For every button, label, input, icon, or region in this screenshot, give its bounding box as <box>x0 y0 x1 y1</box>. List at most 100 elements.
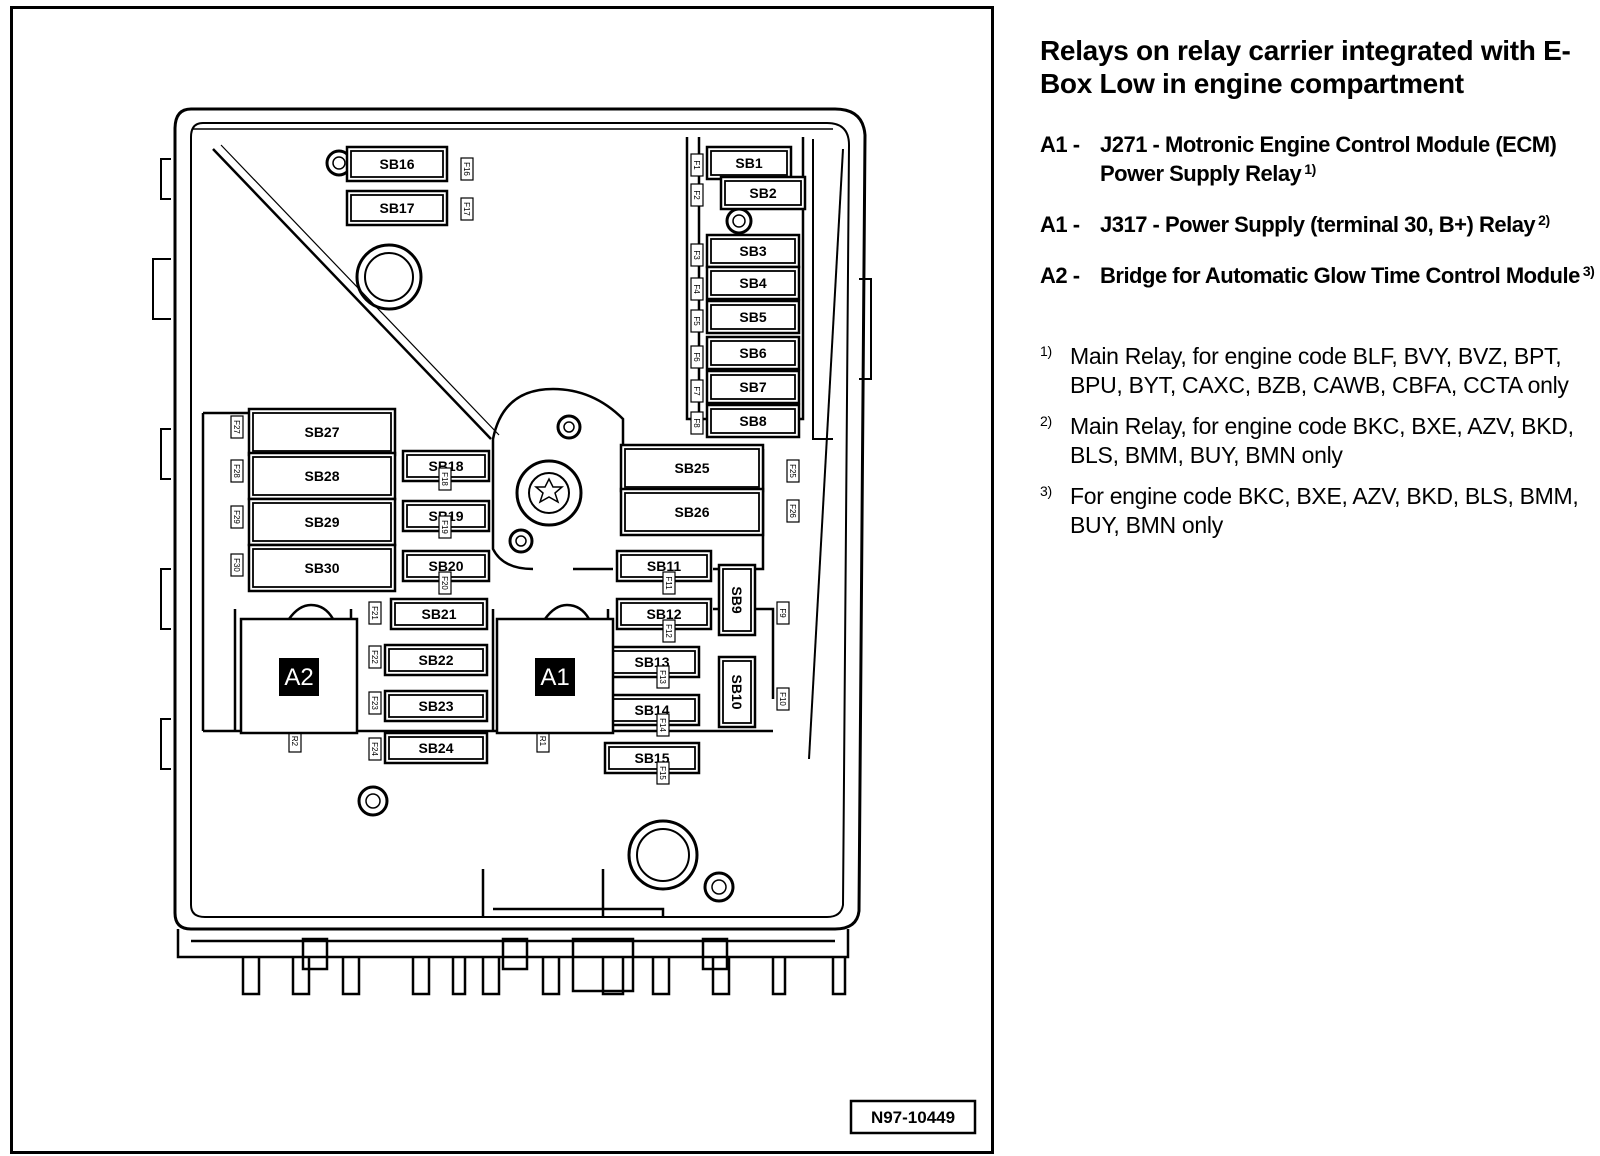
relay-label: A1 <box>540 664 569 691</box>
fuse-slot-inner <box>722 660 752 724</box>
relay-a1: A1 <box>495 603 615 735</box>
fuse-label: SB6 <box>739 345 766 361</box>
fuse-number-label: F10 <box>778 692 787 706</box>
footnotes: 1) Main Relay, for engine code BLF, BVY,… <box>1040 342 1595 540</box>
fuse-number-label: F24 <box>370 742 379 756</box>
fuse-slot-sb22: SB22 <box>383 643 489 677</box>
fuse-number-f5: F5 <box>690 309 704 333</box>
fuse-number-label: F6 <box>692 352 701 362</box>
fuse-number-label: F23 <box>370 696 379 710</box>
footnote-text: Main Relay, for engine code BLF, BVY, BV… <box>1070 343 1569 398</box>
fuse-number-label: F30 <box>232 558 241 572</box>
fuse-number-tag <box>368 645 382 669</box>
fuse-number-label: F19 <box>440 520 449 534</box>
legend-code: A2 - <box>1040 263 1080 288</box>
fuse-layer: SB16SB17SB1SB2SB3SB4SB5SB6SB7SB8SB27SB28… <box>247 145 807 775</box>
footnote: 1) Main Relay, for engine code BLF, BVY,… <box>1040 342 1595 400</box>
fuse-number-tag <box>690 379 704 403</box>
fuse-number-f29: F29 <box>230 505 244 529</box>
mounting-holes <box>325 149 753 903</box>
fuse-number-layer: F16F17F1F2F3F4F5F6F7F8F27F28F29F30F18F19… <box>230 153 800 785</box>
fuse-number-label: F11 <box>664 576 673 590</box>
fuse-number-tag <box>690 243 704 267</box>
fuse-number-tag <box>662 571 676 595</box>
footnote: 2) Main Relay, for engine code BKC, BXE,… <box>1040 412 1595 470</box>
fuse-slot-inner <box>252 548 392 588</box>
fuse-label: SB23 <box>418 698 453 714</box>
fuse-slot-inner <box>724 180 802 206</box>
fuse-slot-inner <box>388 694 484 718</box>
legend-text: J271 - Motronic Engine Control Module (E… <box>1100 130 1595 188</box>
fuse-number-f2: F2 <box>690 183 704 207</box>
fuse-number-label: F1 <box>692 160 701 170</box>
fuse-number-f21: F21 <box>368 601 382 625</box>
fuse-number-f28: F28 <box>230 459 244 483</box>
fuse-slot-inner <box>388 736 484 760</box>
fuse-number-tag <box>690 183 704 207</box>
fuse-number-tag <box>690 153 704 177</box>
fuse-label: SB9 <box>729 586 745 613</box>
fuse-label: SB22 <box>418 652 453 668</box>
fuse-slot-sb15: SB15 <box>603 741 701 775</box>
fuse-number-f3: F3 <box>690 243 704 267</box>
fuse-number-f26: F26 <box>786 499 800 523</box>
housing-outline <box>152 107 872 931</box>
fuse-number-label: F18 <box>440 472 449 486</box>
fuse-label: SB4 <box>739 275 766 291</box>
fuse-number-tag <box>368 601 382 625</box>
fuse-slot-sb17: SB17 <box>345 189 449 227</box>
fuse-number-label: F2 <box>692 190 701 200</box>
fuse-slot-sb16: SB16 <box>345 145 449 183</box>
fuse-slot-sb8: SB8 <box>705 403 801 439</box>
fuse-number-f17: F17 <box>460 197 474 221</box>
fuse-number-f18: F18 <box>438 467 452 491</box>
fuse-label: SB30 <box>304 560 339 576</box>
fuse-number-label: F3 <box>692 250 701 260</box>
fuse-slot-inner <box>710 150 788 176</box>
relay-a2: A2 <box>239 603 359 735</box>
footnote-text: For engine code BKC, BXE, AZV, BKD, BLS,… <box>1070 483 1579 538</box>
fuse-box-drawing: SB16SB17SB1SB2SB3SB4SB5SB6SB7SB8SB27SB28… <box>152 107 977 1135</box>
fuse-slot-inner <box>252 456 392 496</box>
fuse-number-tag <box>690 411 704 435</box>
legend-text: J317 - Power Supply (terminal 30, B+) Re… <box>1100 210 1595 239</box>
legend-code: A1 - <box>1040 132 1080 157</box>
relay-badge <box>535 658 575 696</box>
fuse-slot-sb4: SB4 <box>705 265 801 301</box>
relay-badge <box>279 658 319 696</box>
fuse-number-f6: F6 <box>690 345 704 369</box>
fuse-slot-inner <box>608 746 696 770</box>
fuse-slot-sb27: SB27 <box>247 407 397 457</box>
legend-panel: Relays on relay carrier integrated with … <box>1040 34 1595 552</box>
legend-item: A1 - J317 - Power Supply (terminal 30, B… <box>1040 210 1595 239</box>
fuse-slot-inner <box>252 502 392 542</box>
legend-item: A2 - Bridge for Automatic Glow Time Cont… <box>1040 261 1595 290</box>
legend-code: A1 - <box>1040 212 1080 237</box>
fuse-slot-sb29: SB29 <box>247 497 397 547</box>
fuse-label: SB27 <box>304 424 339 440</box>
fuse-number-tag <box>438 515 452 539</box>
fuse-number-label: R1 <box>538 736 547 747</box>
fuse-slot-inner <box>350 150 444 178</box>
fuse-label: SB12 <box>646 606 681 622</box>
footnote-mark: 2) <box>1040 413 1052 429</box>
connector-row <box>176 869 850 996</box>
footnote-mark: 1) <box>1040 343 1052 359</box>
fuse-slot-sb13: SB13 <box>603 645 701 679</box>
fuse-number-f25: F25 <box>786 459 800 483</box>
footnote-mark: 3) <box>1040 483 1052 499</box>
fuse-slot-sb28: SB28 <box>247 451 397 501</box>
fuse-number-label: F14 <box>658 718 667 732</box>
fuse-label: SB2 <box>749 185 776 201</box>
fuse-number-tag <box>776 601 790 625</box>
figure-ref-text: N97-10449 <box>871 1108 955 1127</box>
fuse-label: SB11 <box>647 558 681 574</box>
fuse-number-f20: F20 <box>438 571 452 595</box>
fuse-number-f24: F24 <box>368 737 382 761</box>
fuse-number-tag <box>690 309 704 333</box>
fuse-slot-inner <box>722 568 752 632</box>
fuse-number-tag <box>460 197 474 221</box>
fuse-label: SB7 <box>739 379 766 395</box>
relay-layer: A2 A1 <box>239 603 615 735</box>
fuse-number-tag <box>656 761 670 785</box>
